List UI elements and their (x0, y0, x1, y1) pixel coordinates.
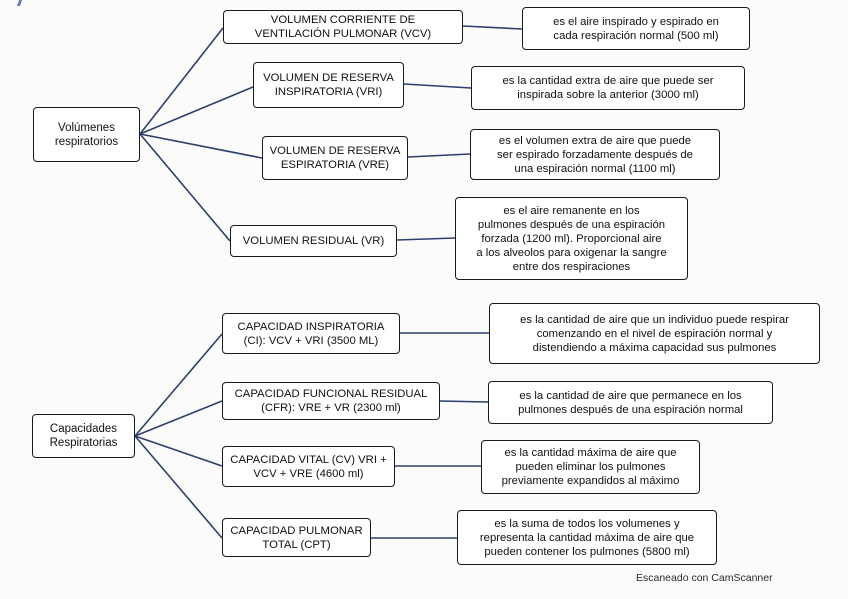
term-node-cpt: CAPACIDAD PULMONAR TOTAL (CPT) (222, 518, 371, 557)
term-node-vr: VOLUMEN RESIDUAL (VR) (230, 225, 397, 257)
root-node-capacidades: Capacidades Respiratorias (32, 414, 135, 458)
definition-node-cv: es la cantidad máxima de aire que pueden… (481, 440, 700, 494)
definition-node-vre: es el volumen extra de aire que puede se… (470, 129, 720, 180)
definition-node-vri: es la cantidad extra de aire que puede s… (471, 66, 745, 110)
connector-root2-cfr (134, 400, 223, 437)
connector-root1-vri (139, 86, 254, 135)
term-node-vre: VOLUMEN DE RESERVA ESPIRATORIA (VRE) (262, 136, 408, 180)
term-node-cv: CAPACIDAD VITAL (CV) VRI + VCV + VRE (46… (222, 446, 395, 487)
definition-node-vr: es el aire remanente en los pulmones des… (455, 197, 688, 280)
connector-root1-vre (139, 133, 263, 159)
connector-root2-cv (134, 435, 223, 467)
connector-root1-vr (139, 133, 231, 242)
term-node-vcv: VOLUMEN CORRIENTE DE VENTILACIÓN PULMONA… (223, 10, 463, 44)
connector-vcv-def (462, 25, 523, 30)
term-node-cfr: CAPACIDAD FUNCIONAL RESIDUAL (CFR): VRE … (222, 382, 440, 420)
definition-node-cfr: es la cantidad de aire que permanece en … (488, 381, 773, 424)
definition-node-ci: es la cantidad de aire que un individuo … (489, 303, 820, 364)
term-node-ci: CAPACIDAD INSPIRATORIA (CI): VCV + VRI (… (222, 313, 400, 354)
connector-vr-def (396, 237, 456, 241)
connector-cfr-def (439, 400, 489, 403)
definition-node-cpt: es la suma de todos los volumenes y repr… (457, 510, 717, 565)
camscanner-watermark: Escaneado con CamScanner (636, 572, 773, 584)
definition-node-vcv: es el aire inspirado y espirado en cada … (522, 7, 750, 50)
connector-root1-vcv (139, 27, 224, 135)
root-node-volumenes: Volúmenes respiratorios (33, 107, 140, 162)
term-node-vri: VOLUMEN DE RESERVA INSPIRATORIA (VRI) (253, 62, 404, 108)
connector-root2-cpt (134, 435, 223, 539)
connector-vre-def (407, 153, 471, 158)
connector-vri-def (403, 83, 472, 89)
connector-root2-ci (134, 333, 223, 437)
